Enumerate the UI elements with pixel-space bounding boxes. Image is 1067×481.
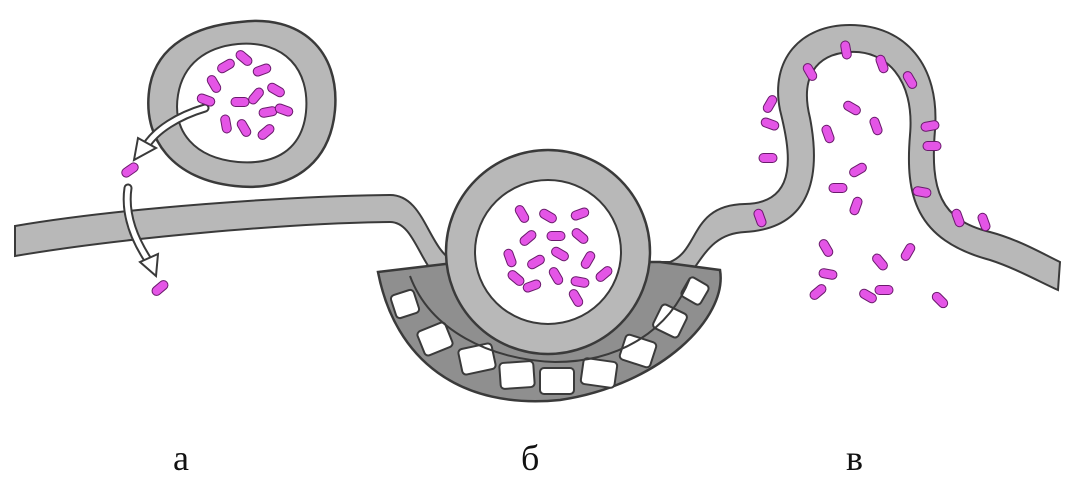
coat-cell bbox=[458, 343, 497, 376]
vesicle-b-lumen bbox=[475, 180, 621, 324]
coat-cell bbox=[580, 358, 617, 388]
panel-label-v: в bbox=[846, 440, 863, 476]
molecule bbox=[871, 252, 889, 272]
molecule bbox=[900, 242, 917, 262]
molecule bbox=[923, 142, 941, 151]
panel-label-b: б bbox=[521, 440, 539, 476]
molecule bbox=[875, 286, 893, 295]
molecule bbox=[759, 154, 777, 163]
molecule bbox=[829, 184, 847, 193]
molecule bbox=[818, 268, 837, 280]
molecule bbox=[762, 94, 779, 114]
molecule bbox=[760, 117, 780, 132]
molecule bbox=[231, 98, 249, 107]
molecule bbox=[547, 232, 565, 241]
panel-label-a: а bbox=[173, 440, 189, 476]
molecule bbox=[842, 100, 862, 117]
panel-b-coated-pit bbox=[378, 150, 721, 401]
molecule bbox=[821, 124, 836, 144]
molecule bbox=[849, 196, 864, 216]
molecule bbox=[930, 290, 949, 309]
molecule bbox=[120, 161, 140, 179]
molecule bbox=[818, 238, 835, 258]
coat-cell bbox=[499, 361, 535, 389]
coat-cell bbox=[540, 368, 574, 394]
molecule bbox=[869, 116, 884, 136]
molecule bbox=[150, 279, 170, 297]
molecule bbox=[808, 283, 828, 301]
molecule bbox=[848, 162, 868, 179]
